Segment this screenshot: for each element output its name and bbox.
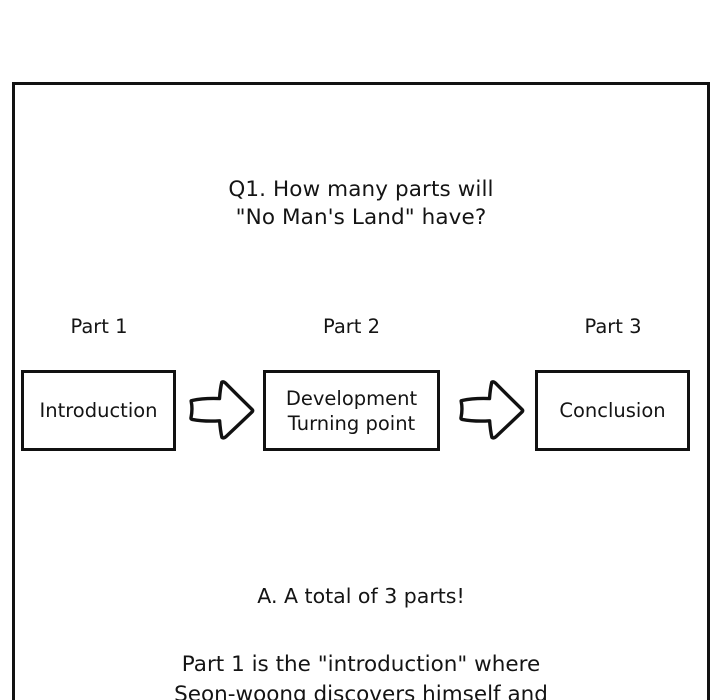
stage-box-introduction: Introduction <box>21 370 176 451</box>
stage-box-development: Development Turning point <box>263 370 440 451</box>
question-text: Q1. How many parts will "No Man's Land" … <box>12 176 710 232</box>
stage-box-1-text: Introduction <box>39 399 158 422</box>
arrow-right-icon-1 <box>188 377 256 443</box>
body-paragraph: Part 1 is the "introduction" where Seon-… <box>12 650 710 700</box>
part-label-1: Part 1 <box>70 315 128 338</box>
stage-box-conclusion: Conclusion <box>535 370 690 451</box>
stage-box-2-text: Development Turning point <box>285 386 418 435</box>
question-line-2: "No Man's Land" have? <box>235 205 487 230</box>
part-label-2: Part 2 <box>322 315 381 338</box>
arrow-right-icon-2 <box>458 377 526 443</box>
question-line-1: Q1. How many parts will <box>228 177 494 202</box>
answer-text: A. A total of 3 parts! <box>257 584 465 608</box>
body-line-1: Part 1 is the "introduction" where <box>181 652 541 677</box>
body-line-2: Seon-woong discovers himself and <box>174 682 548 700</box>
stage-box-3-text: Conclusion <box>559 399 666 422</box>
part-label-3: Part 3 <box>584 315 642 338</box>
